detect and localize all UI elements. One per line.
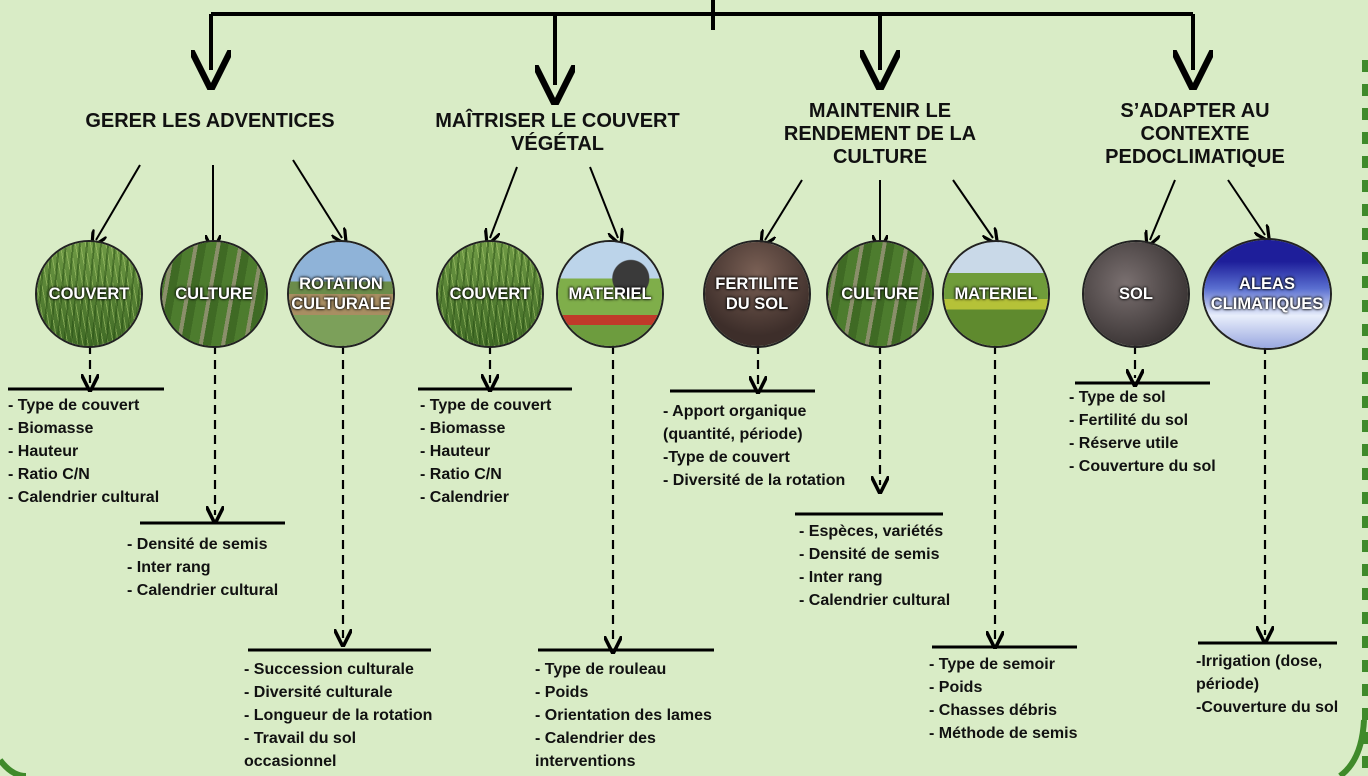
top-connector	[211, 0, 1193, 85]
circle-culture-1: CULTURE	[160, 240, 268, 348]
list-couvert-1: - Type de couvert - Biomasse - Hauteur -…	[8, 397, 160, 506]
circle-fertilite: FERTILITE DU SOL	[703, 240, 811, 348]
circle-rotation: ROTATION CULTURALE	[287, 240, 395, 348]
branch-arrows	[96, 159, 1265, 243]
circle-materiel-2: MATERIEL	[942, 240, 1050, 348]
heading-couvert-vegetal: MAÎTRISER LE COUVERT VÉGÉTAL	[435, 110, 680, 155]
circle-label: MATERIEL	[568, 285, 652, 303]
heading-adventices: GERER LES ADVENTICES	[85, 110, 335, 132]
circle-label: ROTATION CULTURALE	[291, 275, 391, 313]
list-culture-1: - Densité de semis - Inter rang - Calend…	[127, 536, 279, 599]
circle-sol: SOL	[1082, 240, 1190, 348]
list-materiel-2: - Type de semoir - Poids - Chasses débri…	[929, 656, 1078, 742]
circle-materiel-1: MATERIEL	[556, 240, 664, 348]
circle-label: SOL	[1119, 285, 1153, 303]
circle-label: MATERIEL	[954, 285, 1038, 303]
circle-label: CULTURE	[175, 285, 253, 303]
circle-aleas: ALEAS CLIMATIQUES	[1202, 238, 1332, 350]
right-border-dashes	[1362, 60, 1368, 776]
list-aleas: -Irrigation (dose, période) -Couverture …	[1196, 653, 1339, 716]
circle-couvert-2: COUVERT	[436, 240, 544, 348]
list-sol: - Type de sol - Fertilité du sol - Réser…	[1069, 389, 1216, 475]
list-fertilite: - Apport organique (quantité, période) -…	[663, 403, 846, 489]
circle-label: COUVERT	[48, 285, 130, 303]
heading-pedoclimatique: S’ADAPTER AU CONTEXTE PEDOCLIMATIQUE	[1105, 100, 1285, 168]
list-materiel-1: - Type de rouleau - Poids - Orientation …	[535, 661, 712, 770]
heading-rendement: MAINTENIR LE RENDEMENT DE LA CULTURE	[783, 100, 977, 168]
circle-label: ALEAS CLIMATIQUES	[1210, 275, 1324, 313]
circle-label: FERTILITE DU SOL	[715, 275, 799, 313]
list-rotation: - Succession culturale - Diversité cultu…	[244, 661, 433, 770]
circle-label: CULTURE	[841, 285, 919, 303]
list-couvert-2: - Type de couvert - Biomasse - Hauteur -…	[420, 397, 552, 506]
circle-culture-2: CULTURE	[826, 240, 934, 348]
circle-label: COUVERT	[449, 285, 531, 303]
circle-couvert-1: COUVERT	[35, 240, 143, 348]
list-culture-2: - Espèces, variétés - Densité de semis -…	[799, 523, 951, 609]
list-rules	[8, 381, 1337, 652]
dashed-arrows	[90, 345, 1265, 645]
